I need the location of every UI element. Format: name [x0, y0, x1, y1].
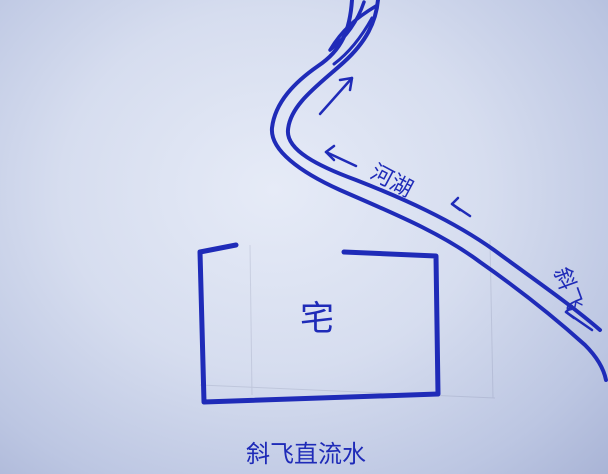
arrow-icon: [318, 76, 354, 116]
house-label: 宅: [300, 299, 334, 339]
house: 宅: [197, 242, 441, 405]
arrow-icon: [564, 304, 594, 332]
river-upper-loop: [328, 0, 378, 52]
river-upper-inner: [332, 16, 374, 66]
diagram-caption: 斜飞直流水: [246, 440, 366, 468]
river-label-lower: 斜飞: [548, 264, 587, 314]
river: [269, 0, 608, 382]
pencil-guides: [199, 239, 496, 399]
house-outline: [197, 242, 441, 405]
river-inner-bank: [285, 0, 602, 332]
flow-arrows: [318, 76, 594, 332]
river-outer-bank: [269, 0, 608, 382]
arrow-icon: [324, 144, 358, 168]
arrow-icon: [450, 196, 472, 218]
